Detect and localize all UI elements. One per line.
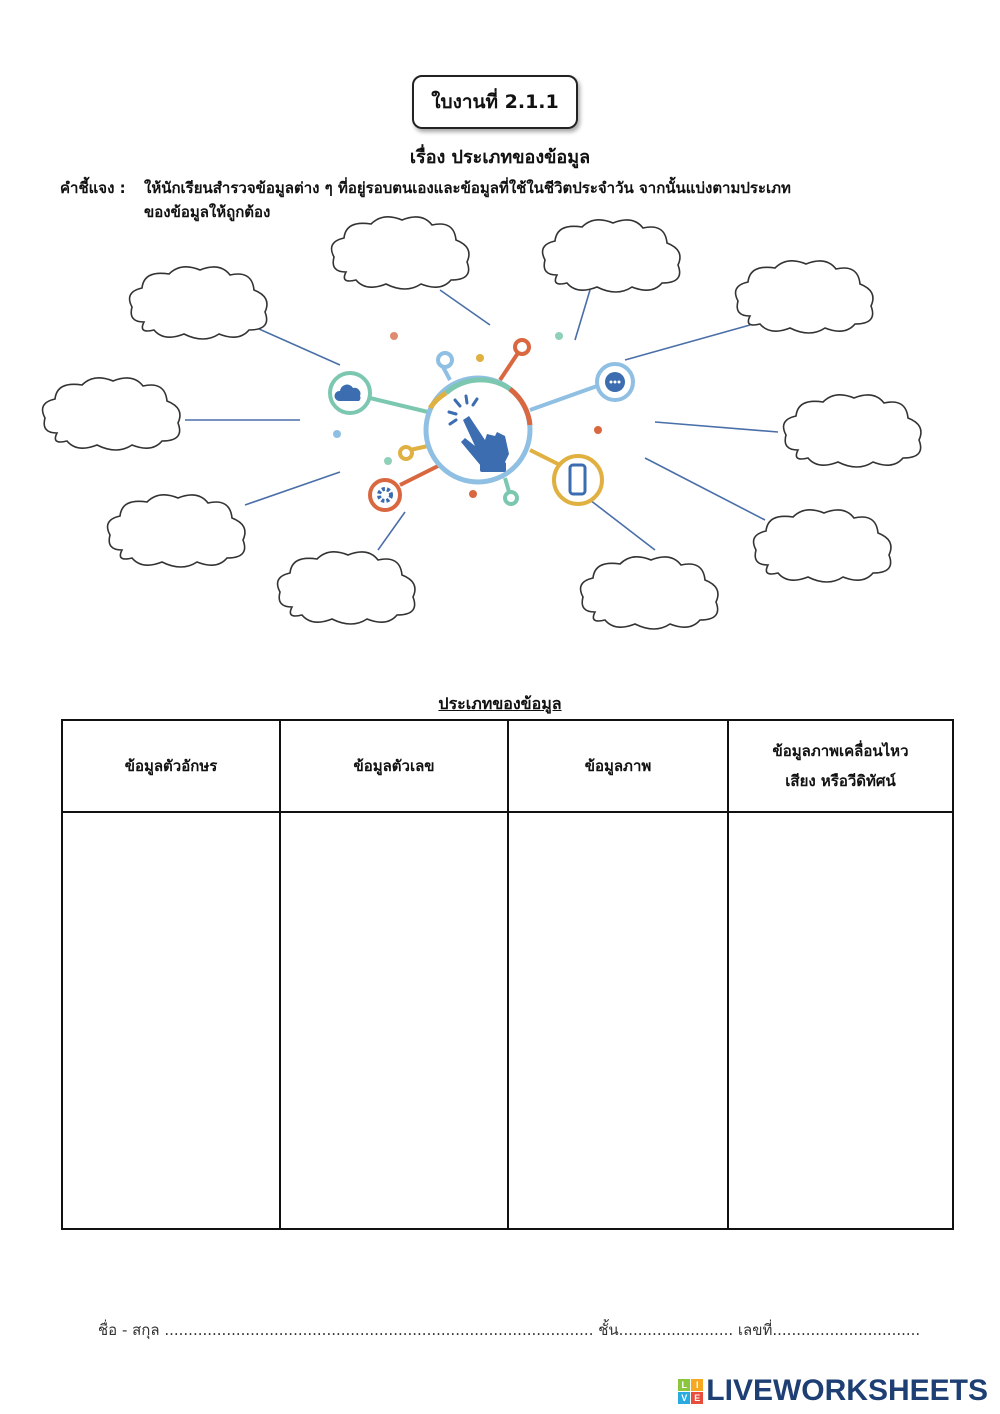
instructions-label: คำชี้แจง :	[60, 179, 126, 197]
logo-tiles: L I V E	[678, 1378, 704, 1404]
answer-cell-multimedia[interactable]	[727, 811, 954, 1230]
logo-tile: I	[691, 1378, 704, 1391]
instructions-line-1: ให้นักเรียนสำรวจข้อมูลต่าง ๆ ที่อยู่รอบต…	[144, 179, 791, 197]
answer-cloud-6[interactable]	[782, 393, 922, 468]
worksheet-title: ใบงานที่ 2.1.1	[412, 75, 578, 129]
subject-heading: เรื่อง ประเภทของข้อมูล	[409, 147, 591, 168]
column-header-image: ข้อมูลภาพ	[507, 719, 729, 813]
student-info: ชื่อ - สกุล ............................…	[98, 1318, 920, 1342]
answer-cell-image[interactable]	[507, 811, 729, 1230]
answer-cloud-9[interactable]	[276, 550, 416, 625]
answer-cloud-7[interactable]	[106, 493, 246, 568]
column-header-number: ข้อมูลตัวเลข	[279, 719, 509, 813]
column-header-multimedia: ข้อมูลภาพเคลื่อนไหวเสียง หรือวีดิทัศน์	[727, 719, 954, 813]
instructions: คำชี้แจง : ให้นักเรียนสำรวจข้อมูลต่าง ๆ ท…	[60, 176, 791, 224]
gear-icon	[377, 487, 393, 503]
table-header-row: ข้อมูลตัวอักษร ข้อมูลตัวเลข ข้อมูลภาพ ข้…	[61, 719, 954, 813]
mind-map	[41, 216, 922, 630]
answer-cloud-3[interactable]	[541, 219, 681, 293]
column-header-multimedia-line-2: เสียง หรือวีดิทัศน์	[785, 772, 896, 790]
number-field[interactable]: เลขที่...............................	[737, 1321, 921, 1339]
answer-cell-text[interactable]	[61, 811, 281, 1230]
chat-icon	[605, 372, 625, 392]
answer-cloud-1[interactable]	[128, 265, 268, 340]
pointer-hand-icon	[447, 394, 509, 472]
logo-text: LIVEWORKSHEETS	[706, 1374, 988, 1407]
logo-tile: E	[691, 1391, 704, 1404]
answer-cloud-10[interactable]	[579, 555, 719, 630]
table-caption: ประเภทของข้อมูล	[438, 694, 562, 713]
instructions-line-2: ของข้อมูลให้ถูกต้อง	[144, 203, 271, 221]
cloud-icon	[334, 384, 361, 401]
tech-hub-illustration	[328, 332, 635, 512]
grade-field[interactable]: ชั้น........................	[598, 1321, 734, 1339]
name-field[interactable]: ชื่อ - สกุล ............................…	[98, 1321, 594, 1339]
logo-tile: V	[678, 1391, 691, 1404]
answer-cloud-5[interactable]	[41, 376, 181, 451]
smartphone-icon	[568, 463, 587, 496]
logo-tile: L	[678, 1378, 691, 1391]
answer-cell-number[interactable]	[279, 811, 509, 1230]
connector-lines	[185, 289, 779, 551]
liveworksheets-logo: L I V E LIVEWORKSHEETS	[678, 1374, 988, 1408]
column-header-multimedia-line-1: ข้อมูลภาพเคลื่อนไหว	[772, 742, 909, 760]
column-header-text: ข้อมูลตัวอักษร	[61, 719, 281, 813]
answer-cloud-4[interactable]	[734, 259, 874, 334]
table-row	[61, 811, 954, 1230]
answer-cloud-2[interactable]	[330, 216, 470, 290]
answer-cloud-8[interactable]	[752, 508, 892, 583]
data-type-table: ข้อมูลตัวอักษร ข้อมูลตัวเลข ข้อมูลภาพ ข้…	[61, 719, 954, 1230]
